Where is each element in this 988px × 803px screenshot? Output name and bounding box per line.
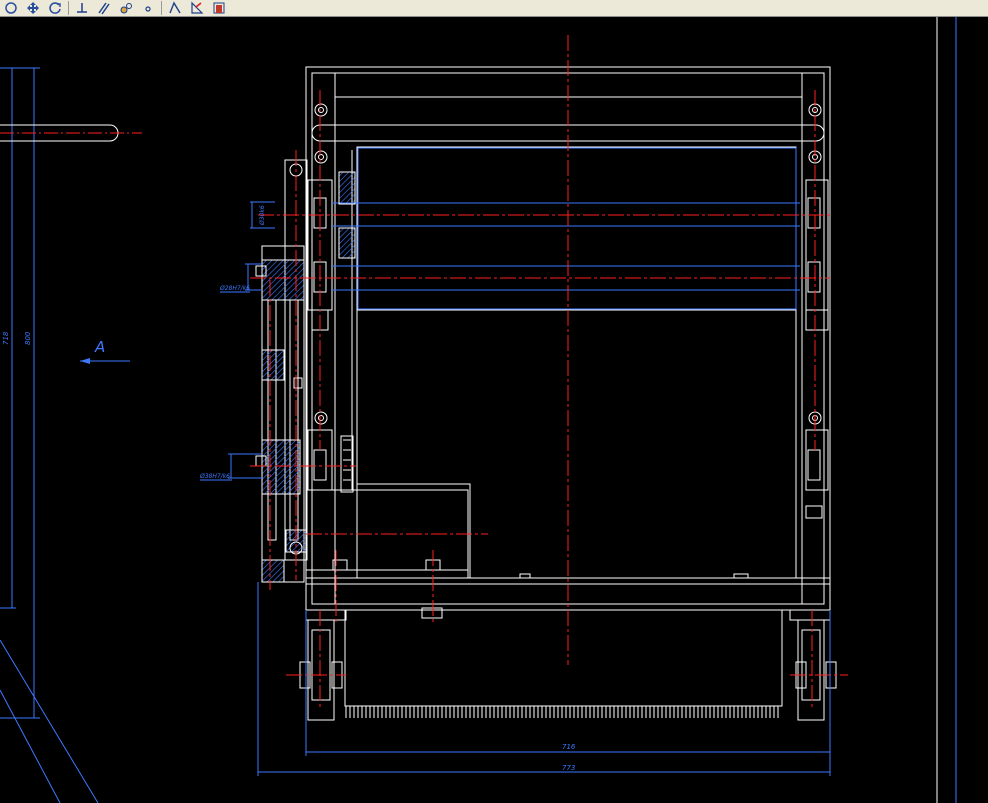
center-snap-icon[interactable] bbox=[137, 0, 159, 16]
zoom-extents-icon[interactable] bbox=[0, 0, 22, 16]
toolbar bbox=[0, 0, 988, 17]
right-frame-lines bbox=[936, 17, 957, 803]
parallel-icon[interactable] bbox=[93, 0, 115, 16]
left-dimension-lines bbox=[0, 67, 99, 803]
left-shaft bbox=[0, 124, 142, 142]
shaft-section bbox=[338, 171, 356, 493]
polar-tracking-icon[interactable] bbox=[164, 0, 186, 16]
toolbar-separator bbox=[161, 1, 162, 15]
dim-bottom-outer: 773 bbox=[562, 764, 575, 772]
section-arrow: A bbox=[80, 338, 130, 364]
node-snap-icon[interactable] bbox=[115, 0, 137, 16]
toolbar-separator bbox=[68, 1, 69, 15]
pan-icon[interactable] bbox=[22, 0, 44, 16]
dim-left-inner: 718 bbox=[2, 331, 10, 345]
dim-shaft-top: Ø30k6 bbox=[259, 205, 266, 226]
dim-shaft-low: Ø38H7/k6 bbox=[199, 473, 230, 480]
layer-color-icon[interactable] bbox=[208, 0, 230, 16]
dim-left-outer: 800 bbox=[24, 331, 32, 345]
roller-highlights bbox=[332, 147, 800, 310]
centerlines bbox=[250, 35, 848, 710]
perpendicular-icon[interactable] bbox=[71, 0, 93, 16]
dim-bottom-inner: 716 bbox=[562, 743, 576, 751]
bottom-brush bbox=[299, 609, 837, 721]
angle-snap-icon[interactable] bbox=[186, 0, 208, 16]
dim-shaft-mid: Ø28H7/k6 bbox=[219, 285, 250, 292]
section-label: A bbox=[94, 338, 105, 356]
cad-drawing: 718 800 A bbox=[0, 17, 957, 803]
orbit-icon[interactable] bbox=[44, 0, 66, 16]
dimension-lines bbox=[200, 201, 831, 776]
drawing-canvas[interactable]: 718 800 A bbox=[0, 17, 988, 803]
sprocket-assembly bbox=[255, 159, 308, 583]
